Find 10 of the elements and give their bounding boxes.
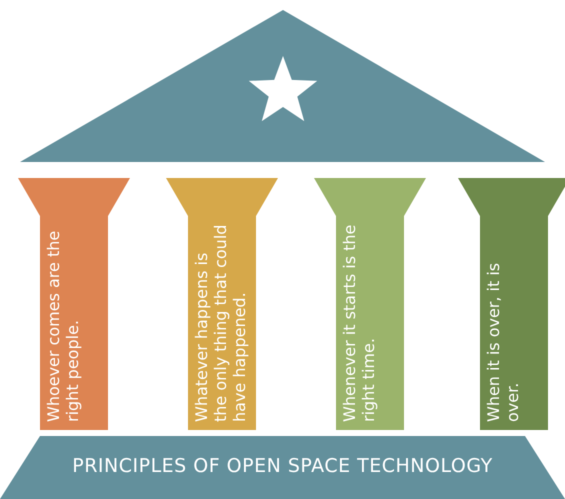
pillar-text: When it is over, it is over. bbox=[484, 262, 522, 422]
pillar-text: Whenever it starts is the right time. bbox=[340, 224, 378, 422]
pillar bbox=[314, 178, 426, 430]
pillar bbox=[18, 178, 130, 430]
pillar bbox=[458, 178, 565, 430]
base-title: PRINCIPLES OF OPEN SPACE TECHNOLOGY bbox=[71, 455, 494, 477]
pillar-text: Whoever comes are the right people. bbox=[44, 230, 82, 422]
pillar bbox=[166, 178, 278, 430]
pillar-text: Whatever happens is the only thing that could have happened. bbox=[192, 224, 249, 422]
base-band bbox=[0, 436, 565, 499]
